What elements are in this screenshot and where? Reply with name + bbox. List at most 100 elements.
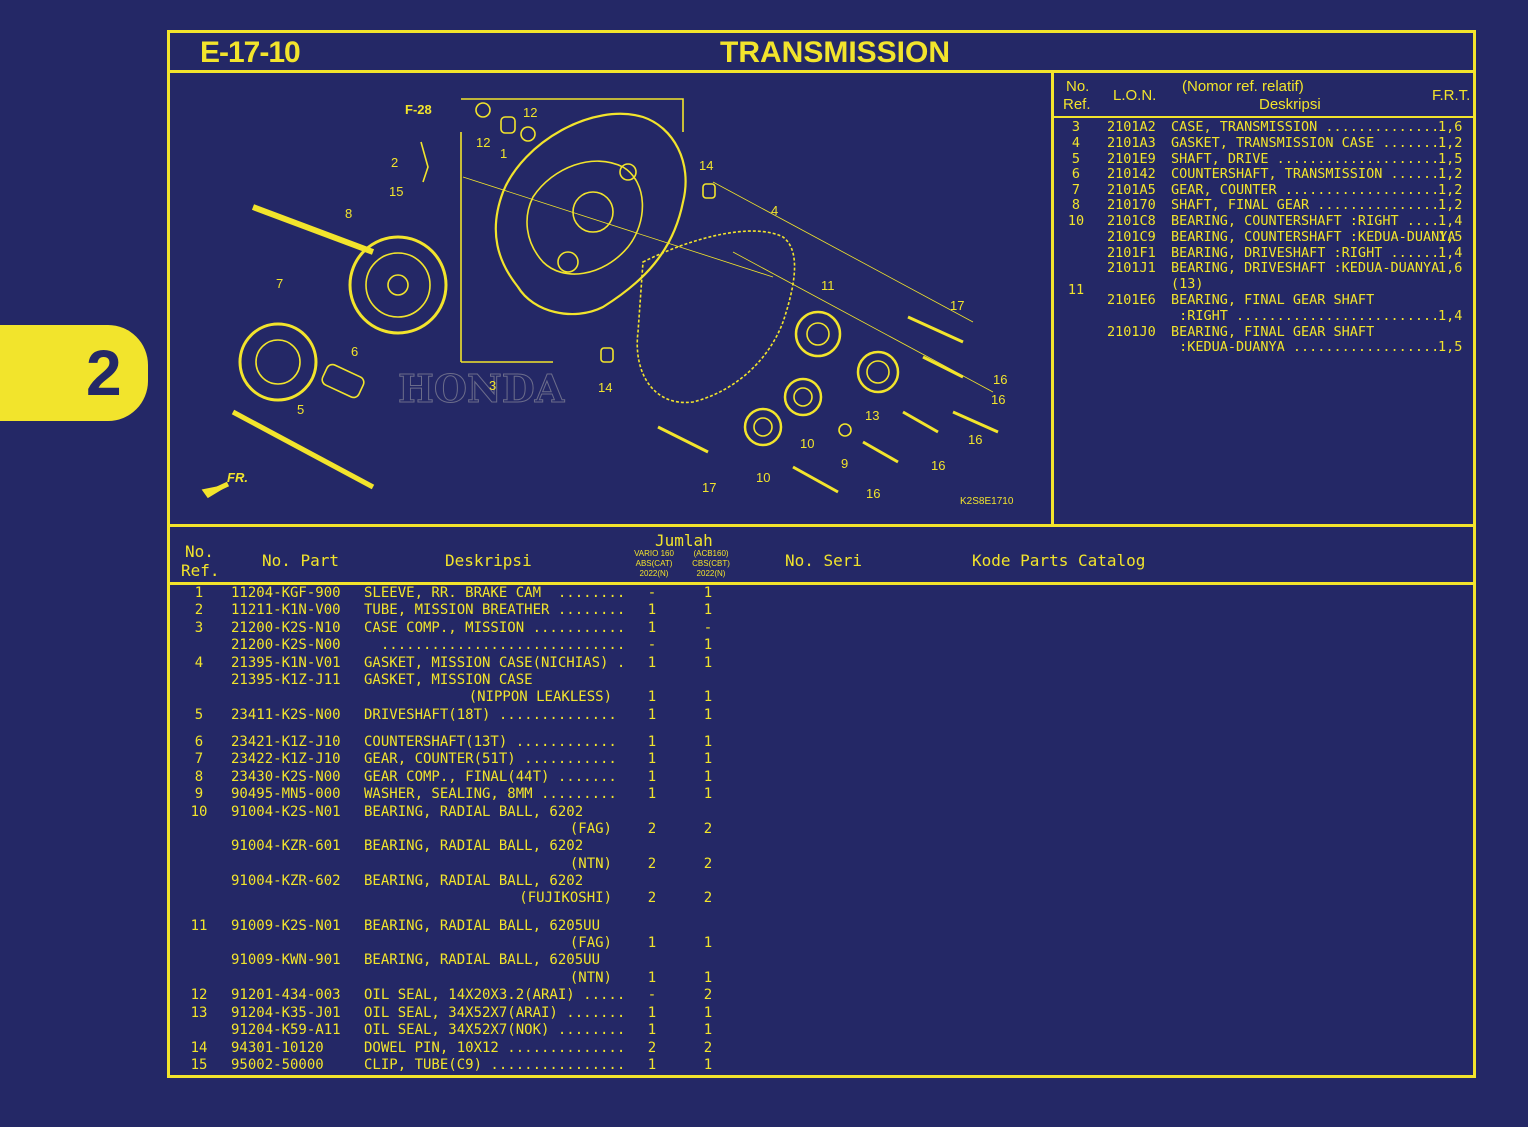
- ref-head-ref: Ref.: [1063, 96, 1091, 113]
- qty-abs: 1: [647, 751, 657, 767]
- qty-cbs: 1: [703, 751, 713, 767]
- qty-abs: 1: [647, 970, 657, 986]
- ref-head-desc: Deskripsi: [1259, 96, 1321, 113]
- part-ref-no: 4: [194, 655, 204, 671]
- parts-head-ref: Ref.: [181, 561, 220, 580]
- ref-row: 11: [1060, 282, 1470, 298]
- callout-16a: 16: [993, 372, 1007, 387]
- part-description: WASHER, SEALING, 8MM .........: [364, 786, 617, 802]
- part-number: 23411-K2S-N00: [231, 707, 341, 723]
- part-number: 91009-K2S-N01: [231, 918, 341, 934]
- part-description: BEARING, RADIAL BALL, 6202: [364, 838, 584, 854]
- callout-1: 1: [500, 146, 507, 161]
- ref-row-lon: 210142: [1107, 166, 1156, 182]
- ref-head-frt: F.R.T.: [1432, 87, 1471, 104]
- part-number: 95002-50000: [231, 1057, 324, 1073]
- part-ref-no: 2: [194, 602, 204, 618]
- qty-abs: 1: [647, 655, 657, 671]
- qty-abs: 1: [647, 1005, 657, 1021]
- qty-cbs: 1: [703, 1022, 713, 1038]
- ref-row-desc: COUNTERSHAFT, TRANSMISSION ......: [1171, 166, 1440, 182]
- parts-head-desc: Deskripsi: [445, 551, 532, 570]
- section-tab[interactable]: [0, 325, 148, 421]
- ref-row: (13): [1060, 276, 1470, 292]
- ref-row-frt: 1,6: [1438, 260, 1463, 276]
- ref-row-frt: 1,5: [1438, 229, 1463, 245]
- callout-15: 15: [389, 184, 403, 199]
- qty-abs: 2: [647, 856, 657, 872]
- part-number: 23422-K1Z-J10: [231, 751, 341, 767]
- part-number: 11211-K1N-V00: [231, 602, 341, 618]
- callout-3: 3: [489, 378, 496, 393]
- ref-head-nomor: (Nomor ref. relatif): [1182, 78, 1304, 95]
- ref-row-desc: CASE, TRANSMISSION ..............: [1171, 119, 1440, 135]
- ref-row-lon: 2101A5: [1107, 182, 1156, 198]
- ref-head-lon: L.O.N.: [1113, 87, 1157, 104]
- parts-head-part: No. Part: [262, 551, 340, 570]
- table-row[interactable]: 10 91004-K2S-N01 BEARING, RADIAL BALL, 620…: [170, 804, 870, 821]
- table-row[interactable]: 21200-K2S-N00 ..........................…: [170, 637, 870, 654]
- part-description: (FUJIKOSHI): [519, 890, 612, 906]
- part-number: 91004-K2S-N01: [231, 804, 341, 820]
- qty-cbs: 2: [703, 890, 713, 906]
- callout-14a: 14: [699, 158, 713, 173]
- callout-12b: 12: [523, 105, 537, 120]
- ref-row-no: 3: [1071, 119, 1081, 135]
- part-ref-no: 10: [190, 804, 208, 820]
- callout-7: 7: [276, 276, 283, 291]
- callout-13: 13: [865, 408, 879, 423]
- qty-abs: 1: [647, 935, 657, 951]
- ref-row-frt: 1,2: [1438, 135, 1463, 151]
- callout-10b: 10: [756, 470, 770, 485]
- ref-row-desc: BEARING, COUNTERSHAFT :KEDUA-DUANYA: [1171, 229, 1456, 245]
- parts-head-jumlah: Jumlah: [655, 531, 713, 550]
- callout-10a: 10: [800, 436, 814, 451]
- part-description: BEARING, RADIAL BALL, 6202: [364, 804, 584, 820]
- callout-9: 9: [841, 456, 848, 471]
- ref-row-frt: 1,4: [1438, 213, 1463, 229]
- ref-row-lon: 2101C8: [1107, 213, 1156, 229]
- qty-cbs: 1: [703, 734, 713, 750]
- qty-abs: 1: [647, 1022, 657, 1038]
- qty-cbs: 1: [703, 707, 713, 723]
- ref-row: :KEDUA-DUANYA ..................1,5: [1060, 339, 1470, 355]
- image-code: K2S8E1710: [960, 496, 1014, 507]
- callout-8: 8: [345, 206, 352, 221]
- part-number: 94301-10120: [231, 1040, 324, 1056]
- qty-cbs: 1: [703, 585, 713, 601]
- part-description: BEARING, RADIAL BALL, 6205UU: [364, 918, 601, 934]
- part-number: 91201-434-003: [231, 987, 341, 1003]
- part-ref-no: 12: [190, 987, 208, 1003]
- part-description: BEARING, RADIAL BALL, 6202: [364, 873, 584, 889]
- parts-head-seri: No. Seri: [785, 551, 863, 570]
